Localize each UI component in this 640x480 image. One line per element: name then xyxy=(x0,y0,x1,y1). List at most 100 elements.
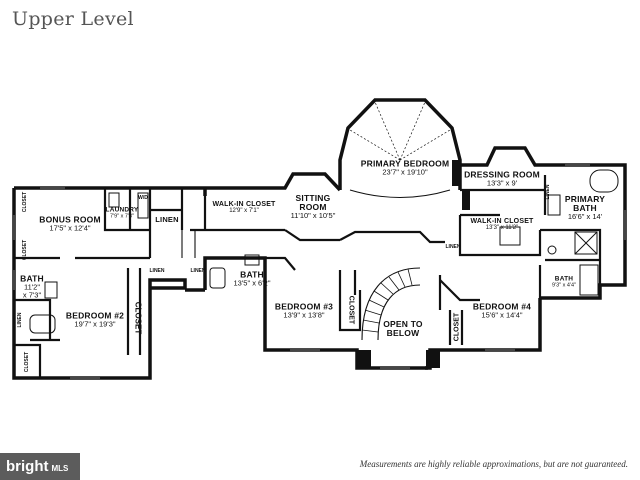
disclaimer: Measurements are highly reliable approxi… xyxy=(359,459,628,469)
interior-walls xyxy=(14,175,602,378)
room-dressing-room: DRESSING ROOM 13'3" x 9' xyxy=(464,169,540,188)
room-dimensions: 19'7" x 19'3" xyxy=(74,319,116,329)
room-name: BATH xyxy=(20,273,44,284)
wall-laundry xyxy=(103,188,150,232)
room-name: LINEN xyxy=(155,215,179,225)
room-dimensions-line2: x 7'3" xyxy=(22,290,42,300)
wall-linen-stair xyxy=(150,188,184,230)
room-bath-center: BATH 13'5" x 6'2" xyxy=(234,269,271,288)
room-bath-left: BATH 11'2" x 7'3" xyxy=(20,273,44,300)
laundry-machines xyxy=(137,192,149,219)
closet-label-bedroom-4: CLOSET xyxy=(453,312,461,342)
closet-label-bedroom-3: CLOSET xyxy=(347,295,355,325)
stair-spiral-outer xyxy=(361,267,421,341)
room-open-to-below: OPEN TO BELOW xyxy=(383,320,423,338)
wall-bath-left xyxy=(14,298,60,342)
vanity-center-bath xyxy=(244,254,260,266)
wall-walkin-primary xyxy=(458,215,542,257)
wd-label: W/D xyxy=(138,195,148,201)
tub-left-bath xyxy=(29,314,56,334)
vanity-primary xyxy=(547,194,561,216)
closet-label-bedroom-2: CLOSET xyxy=(133,301,143,335)
wall-bed4-west xyxy=(439,279,480,302)
laundry-counter xyxy=(108,192,120,208)
room-linen: LINEN xyxy=(155,216,179,224)
closet-label-bonus-2: CLOSET xyxy=(22,239,28,261)
room-name: PRIMARY xyxy=(564,194,606,205)
brand-name: bright xyxy=(6,458,49,475)
page-title: Upper Level xyxy=(12,8,134,30)
wall-primary-bedroom xyxy=(338,98,462,190)
tub-right-bath xyxy=(579,264,599,296)
shower-primary xyxy=(574,231,598,255)
room-name: WALK-IN CLOSET xyxy=(212,201,276,209)
wall-sitting xyxy=(284,229,380,242)
room-dimensions: 17'5" x 12'4" xyxy=(49,223,91,233)
room-bath-right: BATH 9'3" x 4'4" xyxy=(552,275,576,290)
wall-corridor-north xyxy=(380,230,445,244)
room-bedroom-4: BEDROOM #4 15'6" x 14'4" xyxy=(472,301,532,320)
dressing-island xyxy=(499,226,521,246)
tub-center-bath xyxy=(209,267,226,289)
room-name: LAUNDRY xyxy=(105,206,139,214)
room-name-line2: BATH xyxy=(573,203,597,214)
room-primary-bath: PRIMARY BATH 16'6" x 14' xyxy=(565,195,605,221)
room-dimensions: 16'6" x 14' xyxy=(567,211,603,221)
linen-label-bath-left: LINEN xyxy=(17,312,23,328)
room-walkin-closet-primary: WALK-IN CLOSET 13'3" x 11'2" xyxy=(470,218,533,232)
room-dimensions: 15'6" x 14'4" xyxy=(481,310,523,320)
wall-bath-center xyxy=(203,256,296,290)
wall-closet-left xyxy=(14,343,42,378)
brand-logo: bright MLS xyxy=(0,453,80,480)
linen-label-hall-1: LINEN xyxy=(149,268,165,274)
room-name: WALK-IN CLOSET xyxy=(470,218,534,226)
linen-label-primary: LINEN xyxy=(545,184,551,200)
room-name: DRESSING ROOM xyxy=(464,169,540,180)
room-name: OPEN TO xyxy=(383,319,423,330)
room-dimensions: 13'3" x 9' xyxy=(486,178,518,188)
wall-walkin xyxy=(190,196,285,232)
room-name: BONUS ROOM xyxy=(39,214,101,225)
linen-label-corridor: LINEN xyxy=(445,244,461,250)
room-dimensions: 7'9" x 7'3" xyxy=(109,213,135,220)
room-name: BATH xyxy=(554,275,574,283)
linen-label-hall-2: LINEN xyxy=(190,268,206,274)
room-name: BATH xyxy=(240,269,264,280)
room-name: BEDROOM #2 xyxy=(65,310,125,321)
room-bedroom-2: BEDROOM #2 19'7" x 19'3" xyxy=(65,310,125,329)
bedroom-ceiling-detail xyxy=(349,101,451,198)
room-dimensions: 23'7" x 19'10" xyxy=(382,167,428,177)
room-name: BEDROOM #3 xyxy=(274,301,334,312)
room-laundry: LAUNDRY 7'9" x 7'3" xyxy=(105,206,139,221)
fixtures xyxy=(29,169,619,334)
windows xyxy=(13,164,626,379)
brand-suffix: MLS xyxy=(51,463,69,473)
wall-center-north xyxy=(205,172,342,192)
room-bonus-room: BONUS ROOM 17'5" x 12'4" xyxy=(39,214,101,233)
room-name: BEDROOM #4 xyxy=(472,301,532,312)
wall-bed4-closet xyxy=(448,310,464,345)
wall-primary-bath xyxy=(540,228,602,285)
vanity-left-bath xyxy=(44,281,58,299)
wall-bed3-closet xyxy=(338,270,362,332)
stair-spiral-inner xyxy=(377,284,421,341)
room-bedroom-3: BEDROOM #3 13'9" x 13'8" xyxy=(274,301,334,320)
room-dimensions: 11'10" x 10'5" xyxy=(290,210,336,220)
room-name: PRIMARY BEDROOM xyxy=(360,158,450,169)
room-dimensions: 11'2" xyxy=(23,282,41,292)
stair-left xyxy=(181,230,196,258)
room-sitting-room: SITTING ROOM 11'10" x 10'5" xyxy=(291,194,336,220)
wall-left-lower xyxy=(148,278,187,340)
toilet-primary xyxy=(547,245,557,255)
room-dimensions: 12'9" x 7'1" xyxy=(229,208,259,215)
room-name: SITTING xyxy=(295,193,331,204)
room-dimensions: 13'3" x 11'2" xyxy=(485,225,519,232)
solid-columns xyxy=(357,160,470,368)
stair xyxy=(181,230,421,341)
room-primary-bedroom: PRIMARY BEDROOM 23'7" x 19'10" xyxy=(360,158,450,177)
room-name-line2: ROOM xyxy=(299,202,327,213)
closet-label-left: CLOSET xyxy=(24,351,30,373)
room-name-line2: BELOW xyxy=(386,328,420,338)
closet-label-bonus: CLOSET xyxy=(22,191,28,213)
